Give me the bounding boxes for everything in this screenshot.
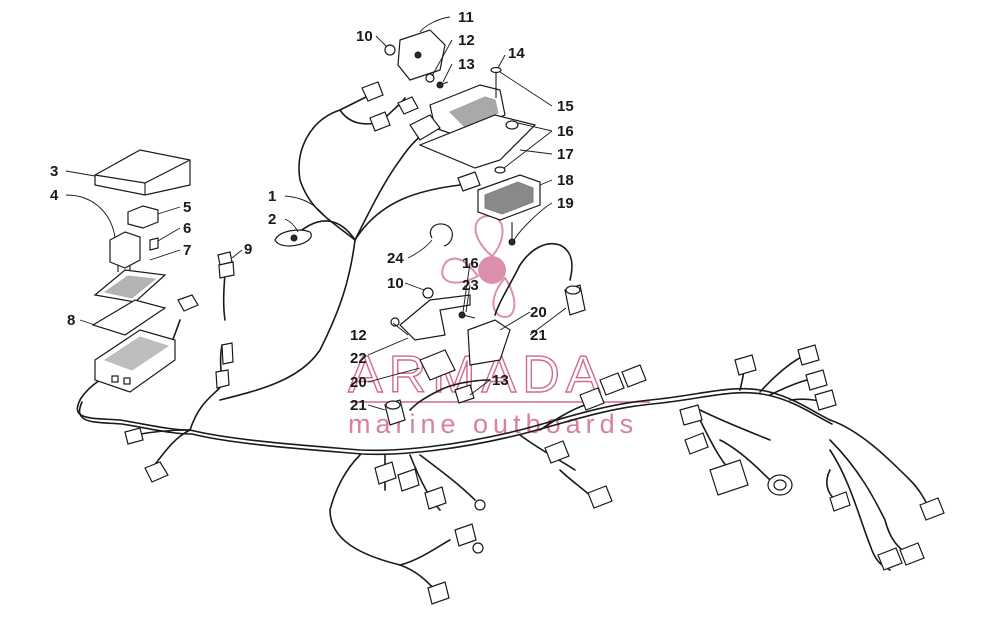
spark-cap-21-lower <box>384 399 406 426</box>
connector-r10 <box>797 344 820 366</box>
washer-12b <box>390 317 400 327</box>
connector-r14 <box>899 542 925 566</box>
nut-17 <box>494 166 506 174</box>
screw-13 <box>436 81 449 89</box>
connector-r7 <box>684 432 709 455</box>
callout-12-top: 12 <box>458 32 475 49</box>
cap-button <box>767 474 793 496</box>
bracket-11 <box>397 29 446 81</box>
callout-16-mid: 16 <box>462 255 479 272</box>
connector-top-3 <box>397 96 419 115</box>
ring-terminal-2 <box>472 542 484 554</box>
connector-r5 <box>587 485 613 509</box>
connector-reg <box>457 171 481 192</box>
fuse-box-base <box>94 329 176 393</box>
callout-13-mid: 13 <box>492 372 509 389</box>
callout-9: 9 <box>244 241 252 258</box>
callout-3: 3 <box>50 163 58 180</box>
connector-r3 <box>621 364 647 388</box>
harness-clip <box>274 229 312 247</box>
callout-19: 19 <box>557 195 574 212</box>
connector-r4 <box>544 440 570 464</box>
fuse-box-cover <box>94 149 191 196</box>
fuse-box-gasket <box>91 299 167 336</box>
spark-cap-21-upper <box>564 284 586 316</box>
connector-r8 <box>709 459 749 496</box>
coil-20-upper <box>467 319 511 366</box>
callout-13-top: 13 <box>458 56 475 73</box>
leader-lines <box>65 16 567 411</box>
callout-labels: 1 2 3 4 5 6 7 8 9 10 10 11 12 12 13 13 1… <box>50 9 574 414</box>
callout-4: 4 <box>50 187 59 204</box>
bolt-15 <box>490 66 502 98</box>
connector-r13 <box>919 497 945 521</box>
fuse <box>149 237 159 251</box>
connector-r15 <box>877 547 903 571</box>
connector-13b <box>454 384 475 404</box>
callout-12-mid: 12 <box>350 327 367 344</box>
connector-left <box>124 427 144 445</box>
connector-r16 <box>829 491 851 512</box>
connector-bottom-4 <box>454 523 477 547</box>
callout-17: 17 <box>557 146 574 163</box>
bolt-23 <box>458 311 476 319</box>
connector-r11 <box>805 369 828 391</box>
callout-5: 5 <box>183 199 191 216</box>
ring-clip-24 <box>429 223 453 247</box>
callout-10-top: 10 <box>356 28 373 45</box>
regulator-18 <box>477 174 541 221</box>
callout-11: 11 <box>458 9 474 26</box>
callout-22: 22 <box>350 350 367 367</box>
callout-20-left: 20 <box>350 374 367 391</box>
connector-r1 <box>579 387 605 411</box>
connector-bottom-1 <box>374 461 397 485</box>
oxygen-sensor <box>215 251 235 389</box>
callout-6: 6 <box>183 220 191 237</box>
callout-2: 2 <box>268 211 276 228</box>
callout-7: 7 <box>183 242 191 259</box>
callout-20-right: 20 <box>530 304 547 321</box>
connector-r12 <box>814 389 837 411</box>
bolt-19 <box>508 222 516 246</box>
callout-15: 15 <box>557 98 574 115</box>
callout-10-mid: 10 <box>387 275 404 292</box>
callout-18: 18 <box>557 172 574 189</box>
connector-r2 <box>599 372 625 396</box>
mount-plate <box>418 114 537 169</box>
connector-r9 <box>734 354 757 376</box>
connector-bottom-2 <box>397 468 420 492</box>
callout-23: 23 <box>462 277 479 294</box>
callout-21-left: 21 <box>350 397 367 414</box>
connector-top-2 <box>369 111 391 132</box>
mount-bracket-22 <box>399 294 471 341</box>
callout-21-right: 21 <box>530 327 547 344</box>
nut-10 <box>384 44 396 56</box>
grommet-16 <box>505 120 519 130</box>
ring-terminal <box>474 499 486 511</box>
callout-16-top: 16 <box>557 123 574 140</box>
coil-20-lower <box>419 349 456 381</box>
connector-bottom-3 <box>424 486 447 510</box>
connector-r6 <box>679 404 703 426</box>
callout-1: 1 <box>268 188 276 205</box>
connector-fusebox <box>177 294 199 312</box>
connector-left-lower <box>144 461 169 483</box>
callout-24: 24 <box>387 250 404 267</box>
connector-bottom-5 <box>427 581 450 605</box>
callout-8: 8 <box>67 312 75 329</box>
circuit-board <box>93 269 167 303</box>
relay <box>109 231 141 273</box>
callout-14: 14 <box>508 45 525 62</box>
mini-relay <box>127 205 159 229</box>
ecu-connector <box>409 114 441 141</box>
connector-top-1 <box>361 81 384 102</box>
nut-10b <box>422 287 434 299</box>
